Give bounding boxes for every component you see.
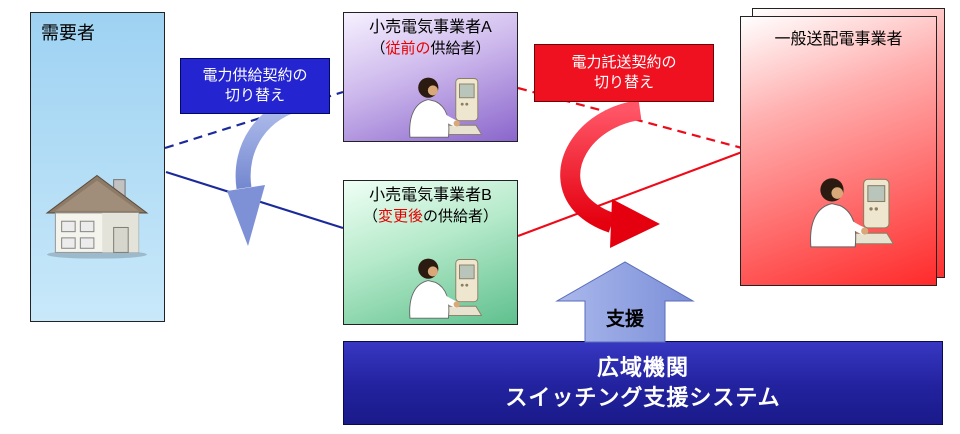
support-label: 支援 [605, 309, 644, 330]
consumer-title: 需要者 [41, 23, 95, 43]
transmission-switch-arrow [560, 100, 642, 233]
system-box: 広域機関 スイッチング支援システム [343, 341, 943, 425]
retailer-a-subtitle: （従前の供給者） [370, 39, 491, 57]
retailer-b-title: 小売電気事業者B （変更後の供給者） [344, 186, 517, 226]
supply-switch-arrow [235, 94, 307, 190]
grid-operator-box: 一般送配電事業者 [740, 16, 937, 286]
system-title-line1: 広域機関 [596, 355, 689, 381]
retailer-b-subtitle: （変更後の供給者） [362, 207, 499, 225]
retailer-a-title: 小売電気事業者A （従前の供給者） [344, 18, 517, 58]
system-title-line2: スイッチング支援システム [505, 385, 781, 410]
transmission-switch-label: 電力託送契約の 切り替え [534, 44, 714, 102]
person-at-computer-icon [396, 254, 488, 320]
transmission-switch-arrowhead [610, 199, 660, 248]
person-at-computer-icon [396, 73, 488, 139]
house-icon [45, 171, 149, 259]
person-at-computer-icon [792, 173, 902, 249]
grid-operator-title: 一般送配電事業者 [774, 31, 903, 48]
retailer-b-box: 小売電気事業者B （変更後の供給者） [343, 180, 518, 325]
transmission-contract-new-solid-line [517, 150, 743, 238]
consumer-box: 需要者 [30, 12, 165, 322]
retailer-a-box: 小売電気事業者A （従前の供給者） [343, 12, 518, 142]
supply-switch-label: 電力供給契約の 切り替え [180, 58, 330, 114]
supply-switch-arrowhead [227, 185, 265, 246]
supply-contract-new-solid-line [165, 170, 344, 230]
